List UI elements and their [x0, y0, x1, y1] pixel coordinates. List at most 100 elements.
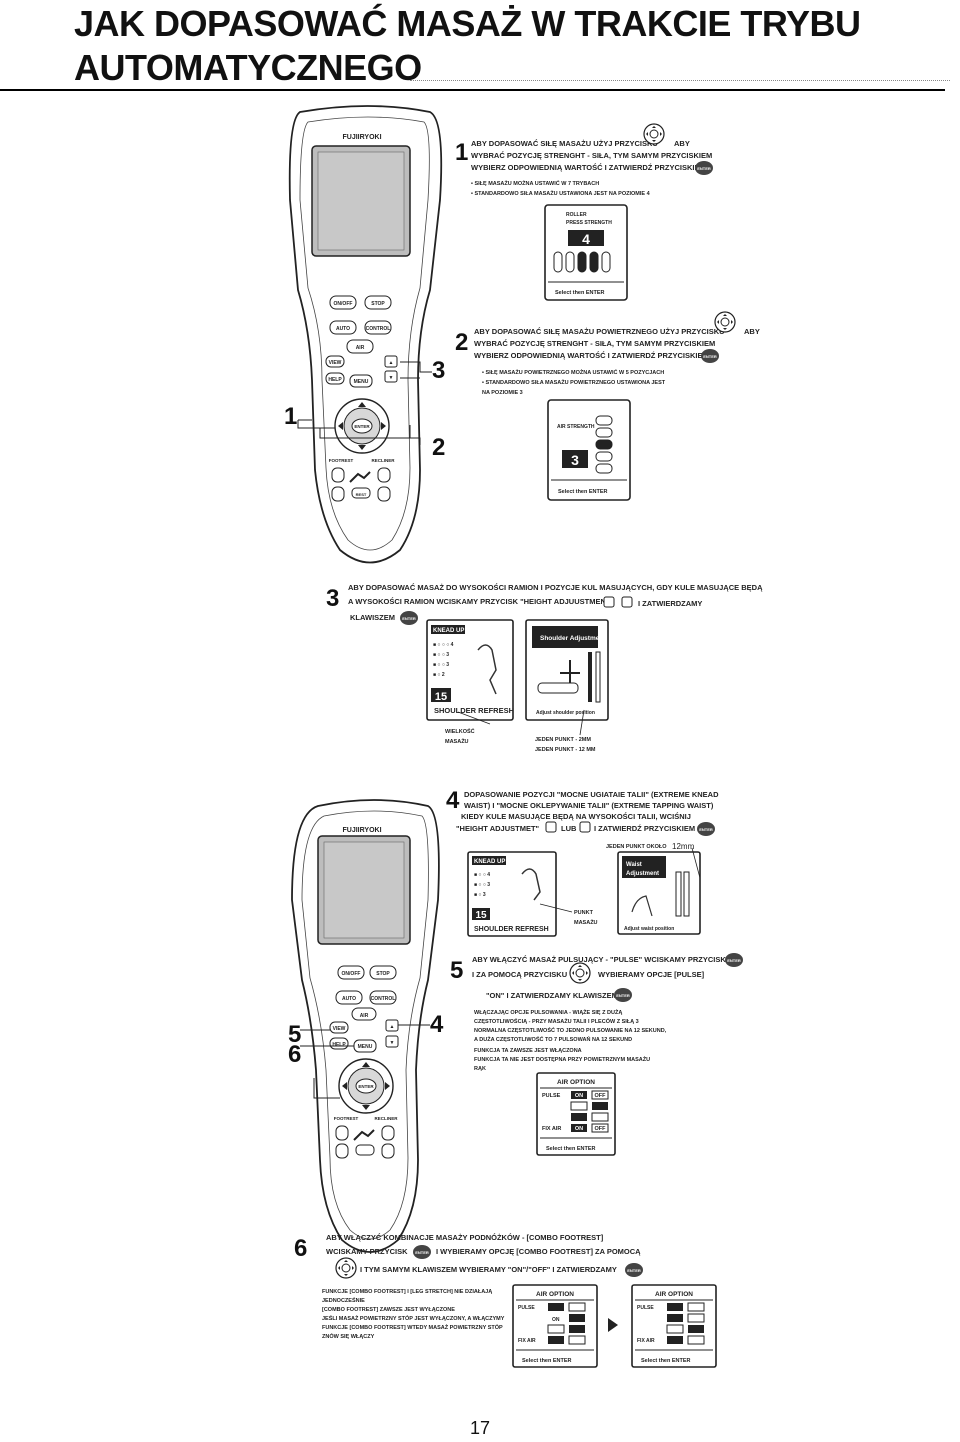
svg-text:KNEAD UP: KNEAD UP: [474, 859, 505, 865]
svg-text:Adjustment: Adjustment: [626, 871, 659, 877]
step-1-number: 1: [455, 139, 468, 166]
svg-text:SHOULDER REFRESH: SHOULDER REFRESH: [434, 706, 514, 715]
svg-text:MENU: MENU: [358, 1044, 373, 1050]
svg-text:HELP: HELP: [328, 377, 342, 383]
step-6-note-6: ZNÓW SIĘ WŁĄCZY: [322, 1332, 375, 1340]
svg-text:ON: ON: [575, 1126, 583, 1132]
step-6-note-5: FUNKCJE [COMBO FOOTREST] WTEDY MASAŻ POW…: [322, 1323, 503, 1331]
step-6-note-1: FUNKCJE [COMBO FOOTREST] I [LEG STRETCH]…: [322, 1289, 492, 1295]
step-4-line-2: WAIST) I "MOCNE OKLEPYWANIE TALII" (EXTR…: [464, 801, 714, 810]
step-4-caption-left-1: PUNKT: [574, 910, 594, 916]
step-6-screen-b: AIR OPTION PULSE FIX AIR Select then ENT…: [632, 1285, 716, 1367]
step-4-caption-top: JEDEN PUNKT OKOŁO: [606, 844, 667, 850]
svg-text:Select then ENTER: Select then ENTER: [558, 489, 608, 495]
svg-text:FOOTREST: FOOTREST: [329, 458, 354, 463]
svg-text:Select then ENTER: Select then ENTER: [641, 1358, 691, 1364]
svg-text:15: 15: [475, 910, 487, 921]
svg-text:3: 3: [571, 452, 579, 468]
svg-text:▲: ▲: [390, 1024, 395, 1030]
step-4-number: 4: [446, 787, 460, 814]
step-6-note-3: [COMBO FOOTREST] ZAWSZE JEST WYŁĄCZONE: [322, 1307, 455, 1313]
step-3-line-2: A WYSOKOŚCI RAMION WCISKAMY PRZYCISK "HE…: [348, 597, 614, 606]
svg-text:▼: ▼: [389, 375, 394, 381]
step-1-note-2: • STANDARDOWO SIŁA MASAŻU USTAWIONA JEST…: [471, 190, 651, 197]
step-5-note-1: WŁĄCZAJĄC OPCJE PULSOWANIA - WIĄŻE SIĘ Z…: [474, 1009, 622, 1016]
step-4-line-6: I ZATWIERDŹ PRZYCISKIEM: [594, 824, 695, 833]
step-2-screen: AIR STRENGTH 3 Select then ENTER: [548, 400, 630, 500]
svg-text:SHOULDER REFRESH: SHOULDER REFRESH: [474, 926, 549, 933]
svg-text:■ ○ ○ 4: ■ ○ ○ 4: [474, 872, 490, 878]
step-3-line-4: KLAWISZEM: [350, 613, 395, 622]
svg-text:4: 4: [582, 231, 590, 247]
svg-text:AIR: AIR: [360, 1013, 369, 1019]
step-3: 3 ABY DOPASOWAĆ MASAŻ DO WYSOKOŚCI RAMIO…: [326, 583, 763, 753]
page-number: 17: [0, 1418, 960, 1439]
step-5-note-3: NORMALNA CZĘSTOTLIWOŚĆ TO JEDNO PULSOWAN…: [474, 1026, 667, 1034]
svg-text:Adjust shoulder position: Adjust shoulder position: [536, 710, 595, 716]
callout-4: 4: [430, 1011, 444, 1038]
step-4: 4 DOPASOWANIE POZYCJI "MOCNE UGIATAIE TA…: [446, 787, 719, 936]
svg-text:REST: REST: [356, 492, 367, 497]
svg-text:Select then ENTER: Select then ENTER: [522, 1358, 572, 1364]
step-1: 1 ABY DOPASOWAĆ SIŁĘ MASAŻU UŻYJ PRZYCIS…: [455, 124, 713, 300]
step-3-caption-right-1: JEDEN PUNKT - 2MM: [535, 737, 591, 743]
step-4-caption-mm: 12mm: [672, 842, 695, 851]
step-3-line-3: I ZATWIERDZAMY: [638, 599, 702, 608]
step-4-caption-left-2: MASAŻU: [574, 919, 598, 926]
svg-text:OFF: OFF: [595, 1093, 607, 1099]
step-1-line-1: ABY DOPASOWAĆ SIŁĘ MASAŻU UŻYJ PRZYCISKU: [471, 139, 658, 148]
step-5-note-2: CZĘSTOTLIWOŚCIĄ - PRZY MASAŻU TALII I PL…: [474, 1017, 639, 1025]
step-3-caption-left-2: MASAŻU: [445, 738, 469, 745]
svg-text:■ ○ ○ ○ 4: ■ ○ ○ ○ 4: [433, 642, 454, 648]
svg-text:Shoulder Adjustment: Shoulder Adjustment: [540, 635, 606, 642]
svg-text:STOP: STOP: [371, 301, 385, 307]
arrow-right-icon: [608, 1318, 618, 1332]
svg-text:AIR: AIR: [356, 345, 365, 351]
svg-text:▼: ▼: [390, 1040, 395, 1046]
step-6-line-3: I WYBIERAMY OPCJĘ [COMBO FOOTREST] ZA PO…: [436, 1247, 641, 1256]
svg-text:■ ○ ○ 3: ■ ○ ○ 3: [433, 662, 449, 668]
svg-text:CONTROL: CONTROL: [366, 326, 391, 332]
svg-text:ENTER: ENTER: [354, 424, 370, 429]
remote-brand: FUJIIRYOKI: [342, 134, 381, 141]
svg-text:■ ○ ○ 3: ■ ○ ○ 3: [433, 652, 449, 658]
svg-text:Waist: Waist: [626, 862, 642, 868]
svg-text:15: 15: [435, 691, 447, 703]
step-2-line-2: WYBRAĆ POZYCJĘ STRENGHT - SIŁA, TYM SAMY…: [474, 339, 715, 348]
svg-text:VIEW: VIEW: [329, 360, 342, 366]
callout-2: 2: [432, 434, 445, 461]
step-5-line-1: ABY WŁĄCZYĆ MASAŻ PULSUJĄCY - "PULSE" WC…: [472, 955, 726, 964]
svg-text:Adjust waist position: Adjust waist position: [624, 926, 674, 932]
svg-text:FIX AIR: FIX AIR: [542, 1126, 561, 1132]
step-6-note-4: JEŚLI MASAŻ POWIETRZNY STÓP JEST WYŁĄCZO…: [322, 1314, 505, 1322]
step-4-screen-right: Waist Adjustment Adjust waist position: [618, 852, 700, 934]
svg-text:PRESS STRENGTH: PRESS STRENGTH: [566, 220, 612, 226]
step-3-screen-right: Shoulder Adjustment Adjust shoulder posi…: [526, 620, 608, 720]
step-1-screen: ROLLER PRESS STRENGTH 4 Select then ENTE…: [545, 205, 627, 300]
step-1-line-3: WYBIERZ ODPOWIEDNIĄ WARTOŚĆ I ZATWIERDŹ …: [471, 163, 706, 172]
svg-text:FIX AIR: FIX AIR: [637, 1338, 655, 1344]
step-6-note-2: JEDNOCZEŚNIE: [322, 1297, 365, 1304]
svg-text:OFF: OFF: [595, 1126, 607, 1132]
step-6-number: 6: [294, 1235, 307, 1262]
step-4-line-3: KIEDY KULE MASUJĄCE BĘDĄ NA WYSOKOŚCI TA…: [461, 812, 691, 821]
step-3-screen-left: KNEAD UP ■ ○ ○ ○ 4■ ○ ○ 3■ ○ ○ 3■ ○ 2 15…: [427, 620, 514, 720]
svg-text:ON/OFF: ON/OFF: [334, 301, 353, 307]
svg-text:FOOTREST: FOOTREST: [334, 1116, 359, 1121]
svg-text:■ ○ ○ 3: ■ ○ ○ 3: [474, 882, 490, 888]
step-3-number: 3: [326, 585, 339, 612]
svg-text:STOP: STOP: [376, 971, 390, 977]
svg-text:FIX AIR: FIX AIR: [518, 1338, 536, 1344]
step-2-note-1: • SIŁĘ MASAŻU POWIETRZNEGO MOŻNA USTAWIĆ…: [482, 368, 664, 376]
step-2-line-3: WYBIERZ ODPOWIEDNIĄ WARTOŚĆ I ZATWIERDŹ …: [474, 351, 709, 360]
svg-text:PULSE: PULSE: [518, 1305, 535, 1311]
svg-text:AUTO: AUTO: [342, 996, 356, 1002]
step-2-number: 2: [455, 329, 468, 356]
svg-text:RECLINER: RECLINER: [371, 458, 395, 463]
step-2-note-3: NA POZIOMIE 3: [482, 390, 523, 396]
svg-text:AUTO: AUTO: [336, 326, 350, 332]
svg-text:■ ○ 3: ■ ○ 3: [474, 892, 486, 898]
step-2-line-1: ABY DOPASOWAĆ SIŁĘ MASAŻU POWIETRZNEGO U…: [474, 327, 725, 336]
svg-text:Select then ENTER: Select then ENTER: [546, 1146, 596, 1152]
